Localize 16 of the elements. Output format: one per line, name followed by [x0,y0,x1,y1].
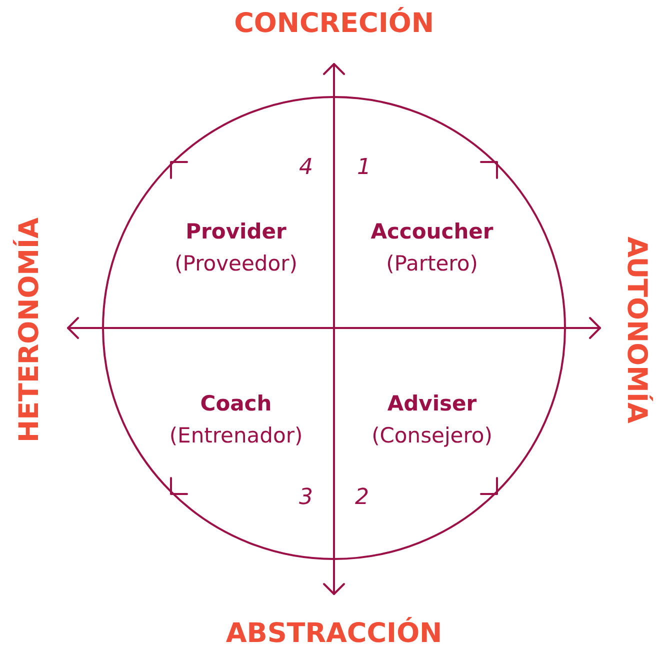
axis-label: CONCRECIÓN [234,9,434,39]
quadrant-title: Provider [186,220,286,244]
quadrant-subtitle: (Consejero) [372,424,492,448]
quadrant-number: 1 [357,156,371,180]
quadrant-title: Coach [200,392,272,416]
axis-label: ABSTRACCIÓN [226,619,442,649]
axis-label: AUTONOMÍA [621,236,651,424]
quadrant-subtitle: (Entrenador) [169,424,303,448]
quadrant-number: 3 [299,486,313,510]
quadrant-title: Accoucher [370,220,494,244]
axis-label: HETERONOMÍA [15,218,45,442]
quadrant-title: Adviser [387,392,477,416]
quadrant-subtitle: (Proveedor) [174,252,298,276]
quadrant-number: 4 [299,156,313,180]
quadrant-number: 2 [355,486,369,510]
quadrant-subtitle: (Partero) [386,252,478,276]
